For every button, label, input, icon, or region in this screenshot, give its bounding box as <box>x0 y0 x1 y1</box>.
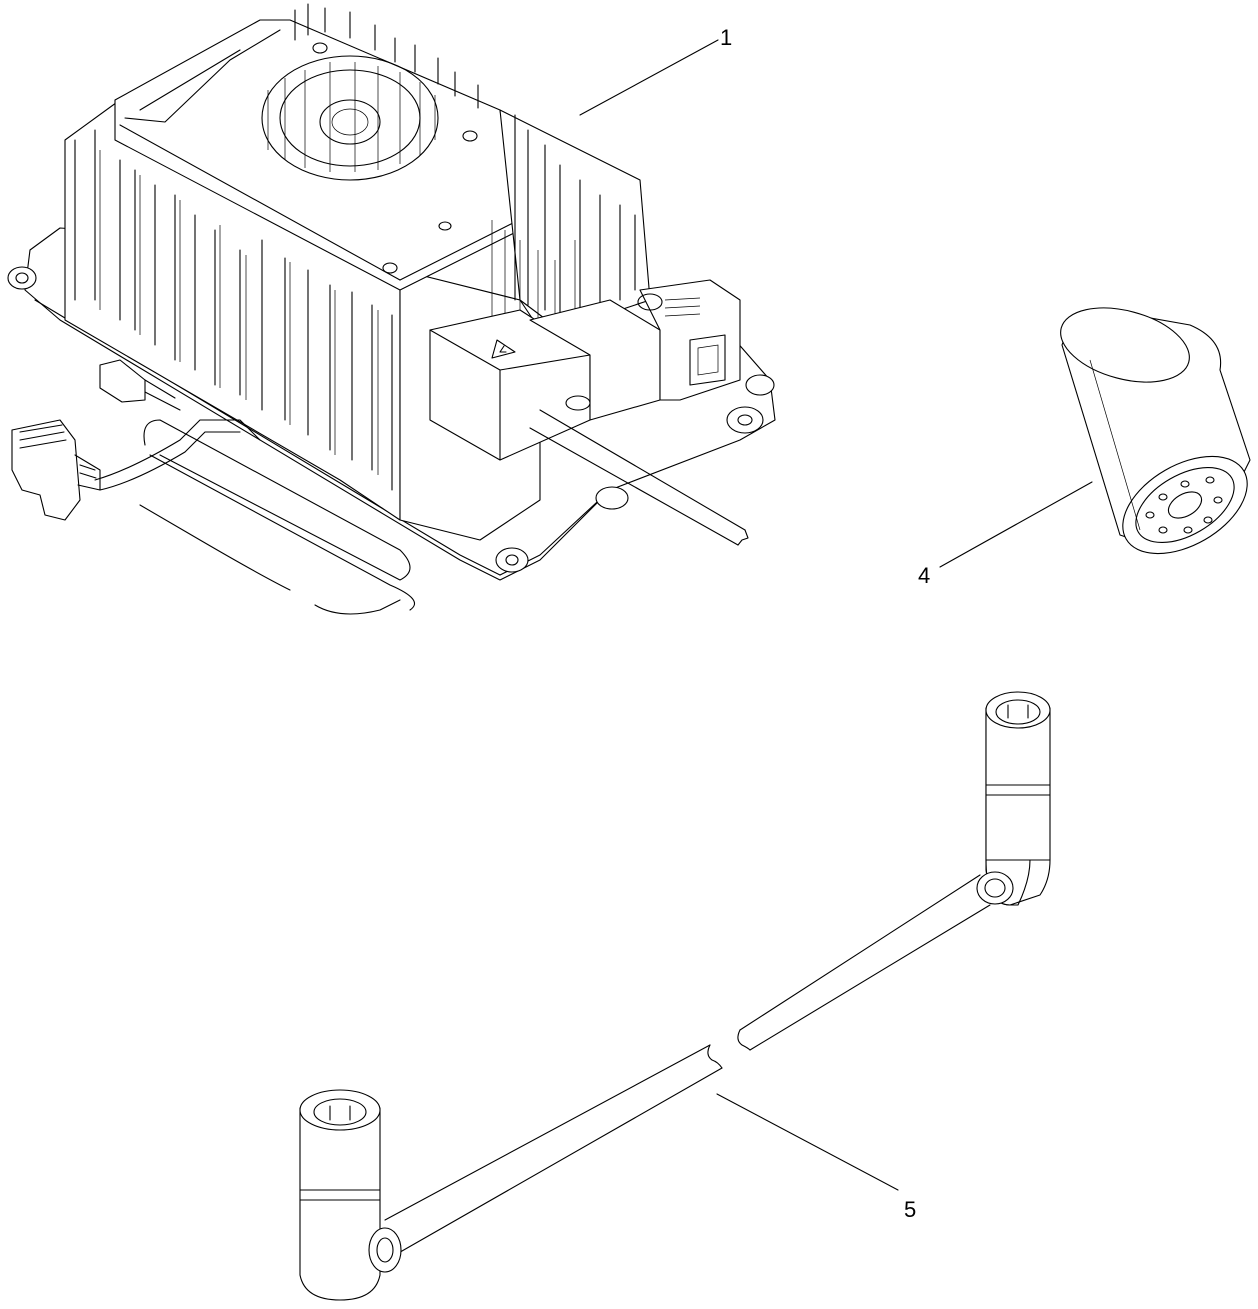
callout-5-label: 5 <box>904 1197 916 1222</box>
filter-cartridge-illustration <box>939 307 1251 568</box>
extension-cable-illustration <box>299 691 1051 1301</box>
callout-5-leader-line <box>716 1093 899 1191</box>
callout-1-label: 1 <box>720 25 732 50</box>
callout-1-leader-line <box>579 39 719 116</box>
callout-4-leader-line <box>939 481 1093 568</box>
battery-charger-illustration <box>7 3 776 615</box>
callout-4-label: 4 <box>918 563 930 588</box>
